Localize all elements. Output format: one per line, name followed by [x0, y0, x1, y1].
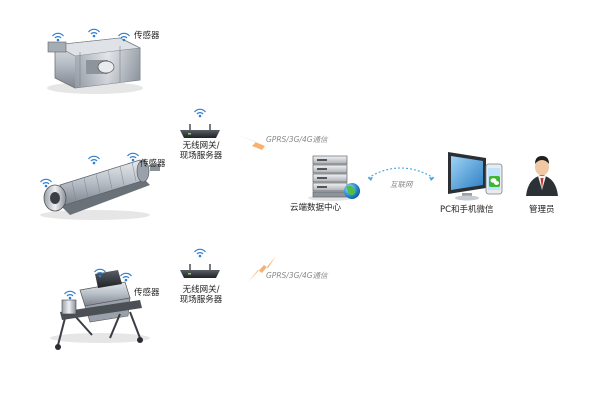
ball-mill-icon [40, 159, 160, 220]
wechat-icon [489, 176, 500, 187]
sensor-label: 传感器 [140, 159, 166, 169]
gateway-label-line1: 无线网关/ [182, 285, 220, 295]
cellular-link-label: GPRS/3G/4G通信 [266, 135, 328, 144]
gateway-label: 无线网关/ 现场服务器 [175, 141, 227, 162]
gateway-label-line2: 现场服务器 [179, 294, 223, 305]
cellular-link-label: GPRS/3G/4G通信 [266, 271, 328, 280]
globe-icon [344, 183, 360, 199]
internet-link-label: 互联网 [390, 180, 413, 189]
administrator-label: 管理员 [529, 205, 555, 215]
gateway-label-line1: 无线网关/ [182, 141, 220, 151]
gateway-label-line2: 现场服务器 [179, 150, 223, 161]
cloud-datacenter-label: 云端数据中心 [290, 203, 342, 213]
wireless-router-icon [180, 248, 220, 278]
gearbox-icon [47, 37, 143, 94]
lightning-link-icon [248, 256, 276, 282]
wireless-router-icon [180, 108, 220, 138]
administrator-icon [526, 156, 558, 196]
sensor-label: 传感器 [134, 288, 160, 298]
sensor-label: 传感器 [134, 31, 160, 41]
lightning-link-icon [236, 134, 272, 154]
crusher-machine-icon [50, 270, 150, 350]
gateway-label: 无线网关/ 现场服务器 [175, 285, 227, 306]
client-devices-label: PC和手机微信 [440, 205, 494, 215]
internet-link-arc [367, 167, 435, 181]
pc-monitor-icon [448, 152, 486, 201]
